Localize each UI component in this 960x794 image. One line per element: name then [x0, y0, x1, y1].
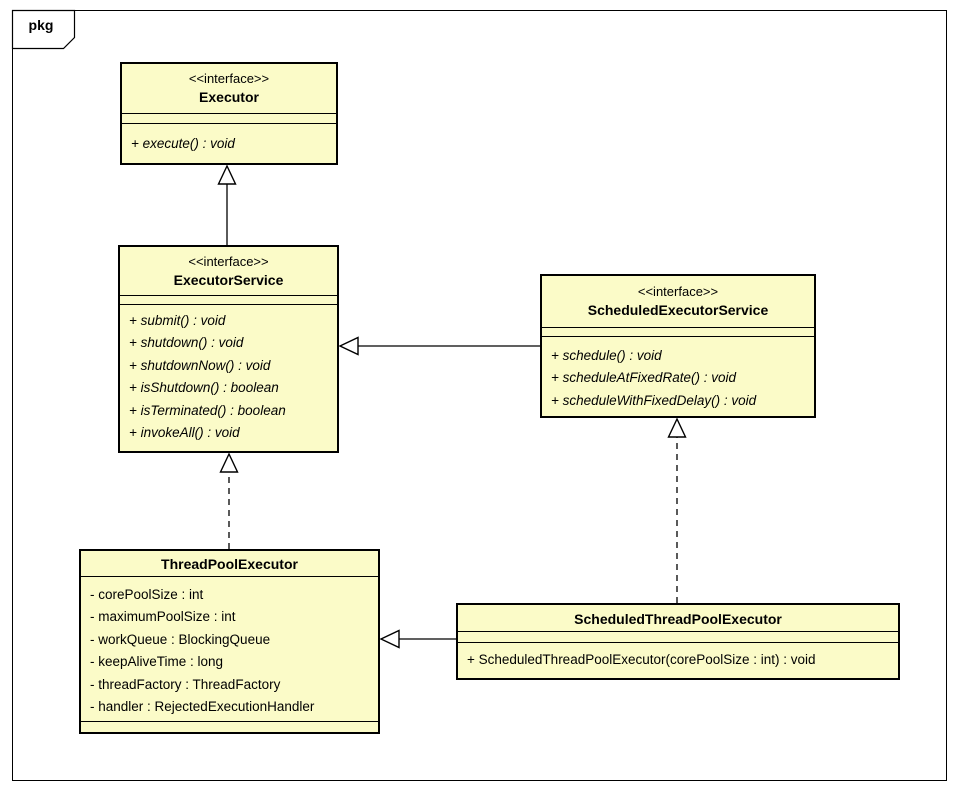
attributes-compartment [458, 631, 898, 642]
class-name: ScheduledExecutorService [587, 302, 769, 318]
class-method: + ScheduledThreadPoolExecutor(corePoolSi… [467, 652, 816, 667]
attributes-compartment: - corePoolSize : int - maximumPoolSize :… [81, 576, 378, 721]
methods-compartment [81, 721, 378, 732]
class-stereotype: <<interface>> [188, 71, 270, 86]
class-method: + isShutdown() : boolean [129, 380, 279, 396]
class-method: + shutdown() : void [129, 335, 244, 351]
class-name: ThreadPoolExecutor [161, 556, 298, 572]
class-box-scheduledexecutorservice: <<interface>> ScheduledExecutorService +… [540, 274, 816, 418]
class-attribute: - threadFactory : ThreadFactory [90, 676, 281, 692]
class-attribute: - maximumPoolSize : int [90, 609, 236, 625]
class-attribute: - handler : RejectedExecutionHandler [90, 699, 315, 715]
class-method: + schedule() : void [551, 348, 662, 363]
package-tab-label: pkg [28, 17, 54, 33]
methods-compartment: + ScheduledThreadPoolExecutor(corePoolSi… [458, 642, 898, 678]
class-attribute: - corePoolSize : int [90, 587, 204, 602]
class-stereotype: <<interface>> [188, 253, 269, 269]
class-stereotype: <<interface>> [637, 284, 719, 299]
class-method: + scheduleWithFixedDelay() : void [551, 392, 757, 408]
attributes-compartment [542, 327, 814, 336]
class-method: + submit() : void [129, 313, 226, 328]
attributes-compartment [120, 295, 337, 304]
class-box-executor: <<interface>> Executor + execute() : voi… [120, 62, 338, 165]
class-attribute: - workQueue : BlockingQueue [90, 631, 271, 647]
class-box-threadpoolexecutor: ThreadPoolExecutor - corePoolSize : int … [79, 549, 380, 734]
class-box-executorservice: <<interface>> ExecutorService + submit()… [118, 245, 339, 453]
attributes-compartment [122, 113, 336, 123]
class-name: ExecutorService [173, 271, 284, 288]
class-method: + shutdownNow() : void [129, 357, 271, 373]
class-method: + isTerminated() : boolean [129, 402, 286, 418]
class-method: + scheduleAtFixedRate() : void [551, 370, 736, 386]
class-name: ScheduledThreadPoolExecutor [574, 610, 782, 627]
class-attribute: - keepAliveTime : long [90, 654, 224, 670]
package-frame [12, 10, 947, 781]
methods-compartment: + execute() : void [122, 123, 336, 163]
class-name: Executor [199, 89, 259, 105]
methods-compartment: + schedule() : void + scheduleAtFixedRat… [542, 336, 814, 416]
class-method: + execute() : void [131, 136, 235, 151]
class-box-scheduledthreadpoolexecutor: ScheduledThreadPoolExecutor + ScheduledT… [456, 603, 900, 680]
methods-compartment: + submit() : void + shutdown() : void + … [120, 304, 337, 451]
class-method: + invokeAll() : void [129, 425, 240, 441]
